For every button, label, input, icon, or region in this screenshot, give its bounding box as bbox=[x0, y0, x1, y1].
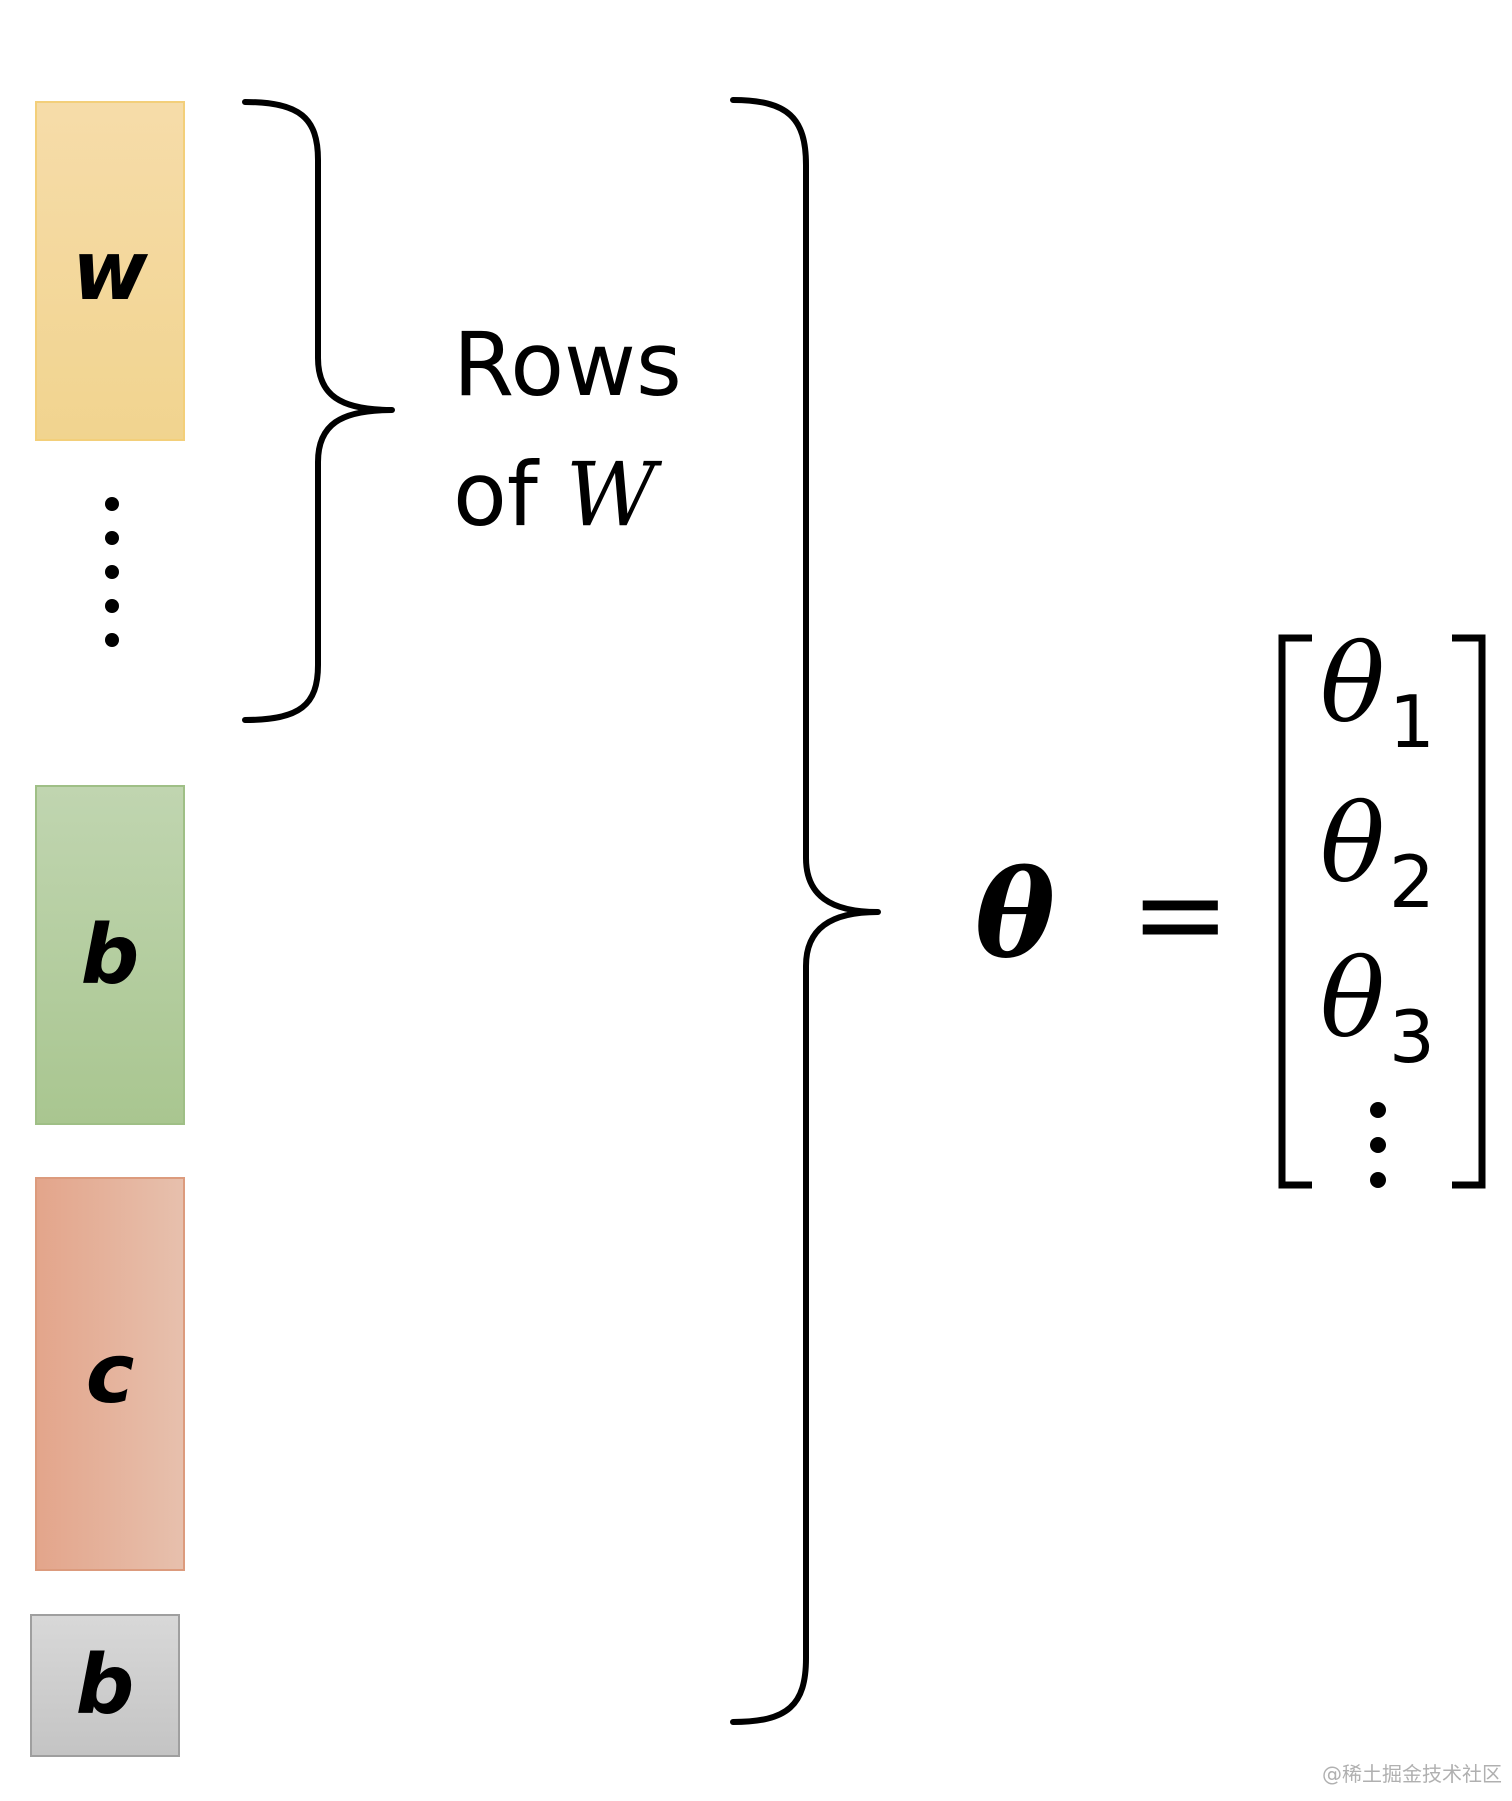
bias-block-label: b bbox=[80, 907, 140, 1003]
rows-label-line1: Rows bbox=[453, 313, 682, 416]
theta-subscript: 3 bbox=[1389, 995, 1435, 1079]
rows-label-prefix: of bbox=[453, 443, 566, 546]
bias-block-small-label: b bbox=[75, 1638, 135, 1733]
rows-of-w-label: Rows of W bbox=[453, 300, 682, 560]
watermark: @稀土掘金技术社区 bbox=[1322, 1762, 1502, 1786]
weight-block-label: w bbox=[72, 223, 148, 319]
bias-block-small: b bbox=[30, 1614, 180, 1757]
small-curly-brace bbox=[242, 99, 395, 723]
theta-symbol: θ bbox=[1320, 937, 1386, 1062]
matrix-bracket-right bbox=[1452, 634, 1486, 1189]
weight-block: w bbox=[35, 101, 185, 441]
large-curly-brace bbox=[730, 97, 881, 1725]
theta-subscript: 2 bbox=[1389, 840, 1435, 924]
theta-entry-1: θ1 bbox=[1320, 622, 1435, 765]
rows-label-line2: of W bbox=[453, 430, 682, 560]
c-block-label: c bbox=[85, 1326, 135, 1422]
theta-symbol: θ bbox=[1320, 782, 1386, 907]
equals-sign: = bbox=[1130, 845, 1231, 984]
c-block: c bbox=[35, 1177, 185, 1571]
theta-vector-symbol: θ bbox=[975, 844, 1056, 985]
matrix-bracket-left bbox=[1278, 634, 1312, 1189]
theta-symbol: θ bbox=[1320, 622, 1386, 747]
theta-entry-2: θ2 bbox=[1320, 782, 1435, 925]
theta-subscript: 1 bbox=[1389, 680, 1435, 764]
vertical-ellipsis-left bbox=[105, 497, 119, 647]
bias-block: b bbox=[35, 785, 185, 1125]
rows-label-var: W bbox=[565, 443, 657, 546]
vertical-ellipsis-matrix bbox=[1370, 1102, 1386, 1188]
theta-entry-3: θ3 bbox=[1320, 937, 1435, 1080]
